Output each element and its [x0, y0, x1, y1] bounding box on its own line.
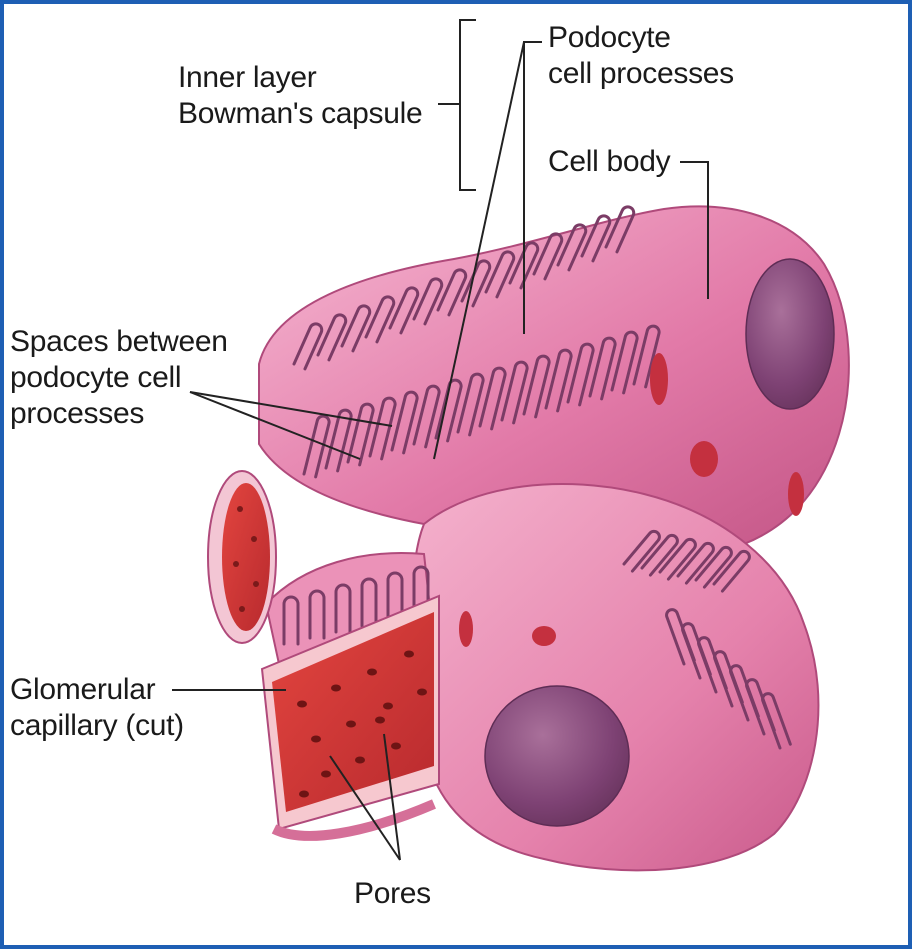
label-cell-body: Cell body: [548, 144, 670, 180]
label-inner-layer-line1: Inner layer: [178, 60, 422, 96]
label-glomerular-capillary: Glomerular capillary (cut): [10, 672, 184, 744]
label-podocyte-processes: Podocyte cell processes: [548, 20, 734, 92]
lower-cell-body: [412, 484, 818, 870]
bracket-inner-layer: [460, 20, 476, 190]
nucleus-lower: [485, 686, 629, 826]
label-podocyte-processes-line1: Podocyte: [548, 20, 734, 56]
label-inner-layer-line2: Bowman's capsule: [178, 96, 422, 132]
label-glomerular-capillary-line2: capillary (cut): [10, 708, 184, 744]
label-podocyte-processes-line2: cell processes: [548, 56, 734, 92]
podocyte-diagram: [4, 4, 908, 945]
label-spaces-between-line2: podocyte cell: [10, 360, 228, 396]
nucleus-upper: [746, 259, 834, 409]
label-spaces-between-line3: processes: [10, 396, 228, 432]
upper-capillary-lumen: [222, 483, 270, 631]
label-pores: Pores: [354, 876, 431, 912]
label-inner-layer: Inner layer Bowman's capsule: [178, 60, 422, 132]
diagram-frame: Inner layer Bowman's capsule Podocyte ce…: [4, 4, 908, 945]
label-glomerular-capillary-line1: Glomerular: [10, 672, 184, 708]
label-spaces-between: Spaces between podocyte cell processes: [10, 324, 228, 432]
label-spaces-between-line1: Spaces between: [10, 324, 228, 360]
